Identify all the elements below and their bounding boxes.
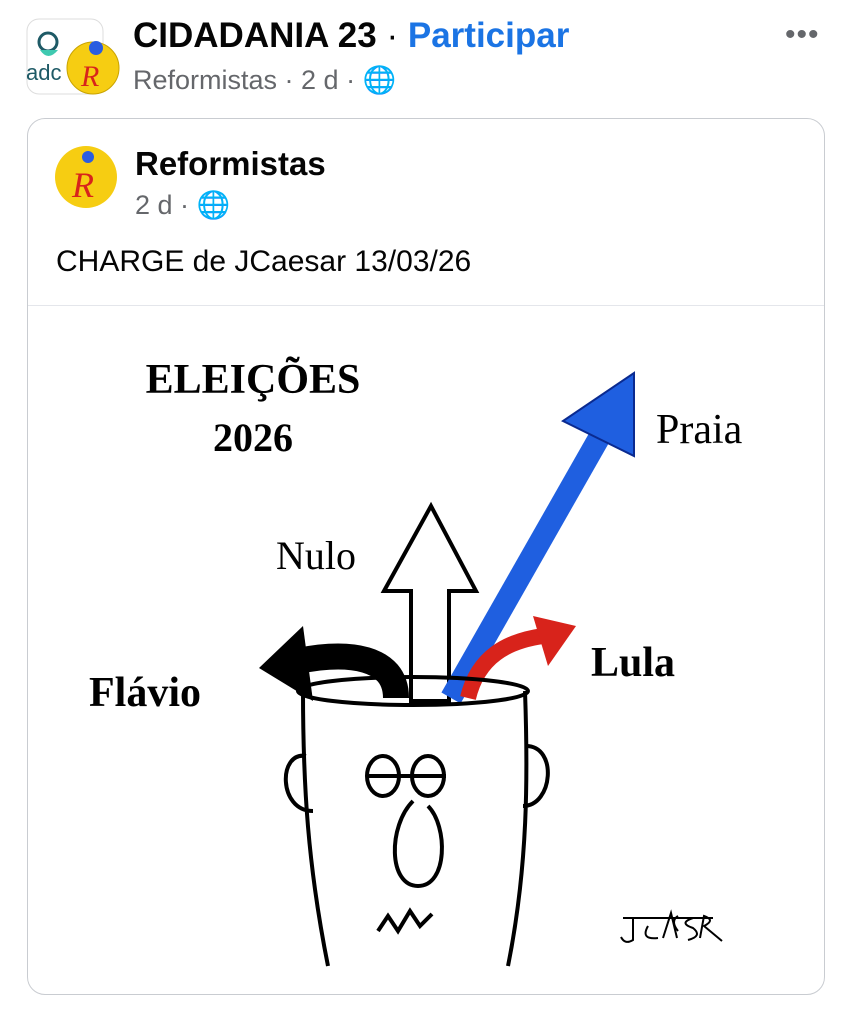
red-arrow bbox=[460, 628, 545, 701]
globe-icon: 🌐 bbox=[196, 190, 231, 220]
label-flavio: Flávio bbox=[89, 670, 201, 716]
svg-text:R: R bbox=[80, 60, 99, 93]
blue-arrow bbox=[441, 425, 613, 704]
label-praia: Praia bbox=[656, 407, 743, 453]
cartoon-image[interactable]: ELEIÇÕES 2026 Praia Nulo Lula Flávio bbox=[28, 306, 824, 994]
divider bbox=[28, 305, 824, 306]
black-arrow bbox=[295, 643, 409, 700]
post-meta: Reformistas · 2 d · 🌐 bbox=[133, 65, 397, 95]
author-link[interactable]: Reformistas bbox=[133, 65, 278, 95]
blue-arrowhead bbox=[561, 371, 635, 458]
shared-post-meta: 2 d · 🌐 bbox=[135, 190, 231, 220]
cartoon-head bbox=[283, 675, 550, 967]
globe-icon: 🌐 bbox=[362, 65, 397, 95]
post-time[interactable]: 2 d bbox=[301, 65, 339, 95]
more-options-button[interactable]: ••• bbox=[785, 18, 820, 51]
black-arrowhead bbox=[259, 626, 313, 701]
label-nulo: Nulo bbox=[276, 533, 356, 578]
group-name-link[interactable]: CIDADANIA 23 bbox=[133, 16, 377, 55]
label-lula: Lula bbox=[591, 640, 675, 686]
shared-post-time[interactable]: 2 d bbox=[135, 190, 173, 220]
post-header-title: CIDADANIA 23 · Participar bbox=[133, 16, 570, 55]
shared-author-avatar[interactable]: R bbox=[54, 145, 118, 209]
cartoon-year: 2026 bbox=[213, 415, 293, 460]
svg-text:adc: adc bbox=[26, 60, 61, 85]
shared-post-card[interactable]: R Reformistas 2 d · 🌐 CHARGE de JCaesar … bbox=[27, 118, 825, 995]
red-arrowhead bbox=[533, 616, 576, 666]
group-avatar[interactable]: adc R bbox=[26, 18, 122, 95]
shared-author-name[interactable]: Reformistas bbox=[135, 145, 326, 182]
cartoon-title: ELEIÇÕES bbox=[146, 356, 361, 403]
join-group-button[interactable]: Participar bbox=[407, 16, 570, 55]
signature bbox=[620, 909, 723, 943]
post-caption: CHARGE de JCaesar 13/03/26 bbox=[56, 245, 472, 278]
svg-text:R: R bbox=[71, 165, 94, 205]
